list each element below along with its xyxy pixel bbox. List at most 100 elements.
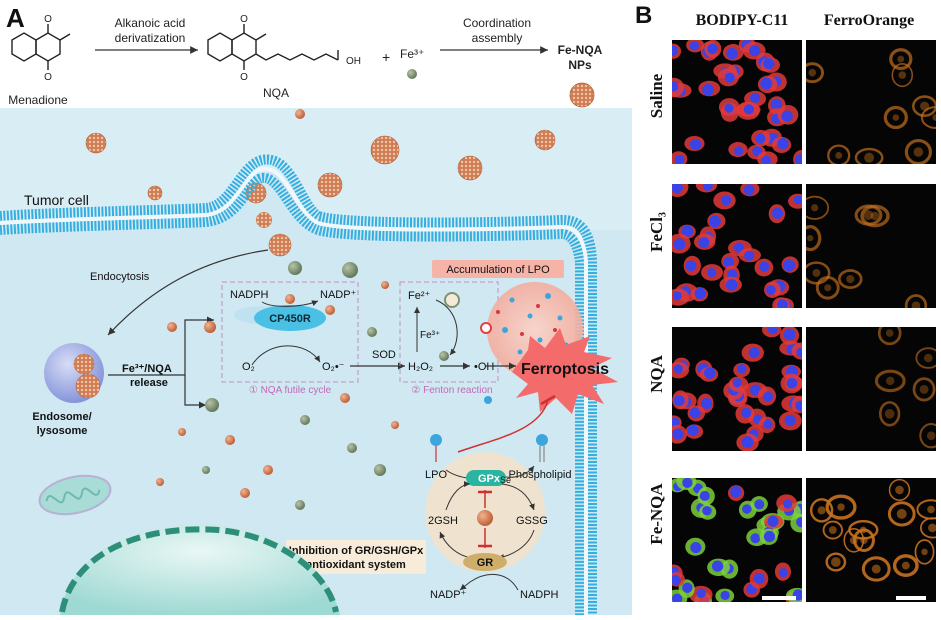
cell-nucleus xyxy=(682,582,693,593)
cell-membrane-inner xyxy=(0,173,585,615)
gr-nadp-label: NADP⁺ xyxy=(430,589,467,601)
nqa-inhibitor-icon xyxy=(477,510,493,526)
cell-nucleus xyxy=(673,364,683,374)
cell-body xyxy=(914,539,935,565)
cell-nucleus xyxy=(732,378,742,388)
cell-nucleus xyxy=(698,237,710,249)
cell-interior xyxy=(824,284,832,292)
cell-nucleus xyxy=(766,285,776,295)
scale-bar-bodipy xyxy=(762,596,796,600)
cell-nucleus xyxy=(673,238,686,251)
oxygen-label: O xyxy=(44,14,52,25)
cell-nucleus xyxy=(702,184,713,191)
sod-label: SOD xyxy=(372,349,396,361)
gsh-arrow xyxy=(445,481,471,511)
cell-body xyxy=(892,554,919,578)
cell-body xyxy=(883,105,908,130)
nadph-consume-arrow xyxy=(459,574,519,591)
o2-label: O₂ xyxy=(242,361,255,373)
cell-nucleus xyxy=(689,41,699,51)
inhibition-line xyxy=(457,399,549,453)
release-arrow-down xyxy=(184,375,206,409)
cell-nucleus xyxy=(744,250,755,261)
cell-nucleus xyxy=(672,184,683,194)
plus-sign: + xyxy=(382,49,390,65)
scale-bar-ferroorange xyxy=(896,596,926,600)
cell-interior xyxy=(846,274,855,284)
cell-body xyxy=(827,144,851,164)
micrograph-bodipy-fecl3 xyxy=(672,184,802,308)
oxygen-label: O xyxy=(44,72,52,83)
cell-nucleus xyxy=(755,133,766,144)
micrograph-ferro-fecl3 xyxy=(806,184,936,308)
cell-interior xyxy=(884,408,895,419)
row-label-nqa: NQA xyxy=(647,355,666,393)
fe2-label: Fe²⁺ xyxy=(408,290,431,302)
cell-nucleus xyxy=(786,377,798,389)
cell-nucleus xyxy=(784,414,796,427)
cell-nucleus xyxy=(737,364,747,374)
cell-interior xyxy=(898,71,907,79)
gpx-enzyme xyxy=(466,470,506,486)
cell-body xyxy=(891,63,914,88)
cell-body xyxy=(912,95,936,117)
lpo-lipid-icon xyxy=(430,434,442,446)
gr-label: GR xyxy=(477,557,494,569)
endocytosed-nanoparticle xyxy=(256,212,272,228)
cell-nucleus xyxy=(748,347,760,359)
cell-nucleus xyxy=(725,279,738,291)
cell-nucleus xyxy=(778,567,788,578)
cell-nucleus xyxy=(783,499,793,509)
cell-interior xyxy=(831,557,841,567)
row-label-fecl3: FeCl₃ xyxy=(647,211,666,253)
column-header-bodipy: BODIPY-C11 xyxy=(695,12,789,29)
gr-enzyme xyxy=(463,553,507,571)
cell-nucleus xyxy=(750,384,761,396)
cell-interior xyxy=(808,68,817,77)
cell-interior xyxy=(932,114,936,121)
se-label: Se xyxy=(500,475,511,485)
cell-nucleus xyxy=(720,195,732,206)
micrograph-ferro-nqa xyxy=(806,327,936,451)
cell-interior xyxy=(896,508,907,519)
cell-nucleus xyxy=(741,436,754,448)
nadp-label: NADP⁺ xyxy=(320,289,357,301)
cell-nucleus xyxy=(776,299,788,308)
step1-label: Alkanoic acid xyxy=(115,16,186,30)
cell-interior xyxy=(871,564,881,574)
superoxide-label: O₂•⁻ xyxy=(322,361,345,373)
endosome-nanoparticle xyxy=(75,373,101,399)
cell-interior xyxy=(837,503,845,511)
cell-nucleus xyxy=(752,146,763,157)
cell-interior xyxy=(911,301,921,308)
cell-body xyxy=(874,369,906,393)
cell-interior xyxy=(885,329,894,337)
product-label: Fe-NQA xyxy=(558,43,603,57)
cell-body xyxy=(860,204,890,228)
lipid-icon xyxy=(484,396,492,404)
cell-interior xyxy=(828,526,837,534)
cell-interior xyxy=(921,548,928,556)
fe3-cycle-label: Fe³⁺ xyxy=(420,330,440,341)
cell-membrane-core xyxy=(0,166,588,615)
cell-interior xyxy=(913,147,924,157)
micrograph-bodipy-saline xyxy=(672,40,802,164)
cell-nucleus xyxy=(701,398,713,410)
cell-body xyxy=(919,517,936,539)
cell-nucleus xyxy=(794,154,802,164)
cell-nucleus xyxy=(783,259,796,272)
cell-body xyxy=(912,377,936,402)
cell-interior xyxy=(863,210,874,220)
cell-nucleus xyxy=(703,367,716,379)
endosome-nanoparticle xyxy=(73,353,95,375)
gssg-arrow xyxy=(501,483,535,511)
cell-nucleus xyxy=(672,45,678,56)
cell-nucleus xyxy=(795,400,802,411)
cell-body xyxy=(878,401,901,427)
cell-interior xyxy=(812,268,821,277)
cell-interior xyxy=(926,431,936,440)
cell-nucleus xyxy=(734,146,744,156)
cell-nucleus xyxy=(762,391,774,402)
row-label-fe-nqa: Fe-NQA xyxy=(647,483,666,545)
endocytosis-label: Endocytosis xyxy=(90,271,150,283)
